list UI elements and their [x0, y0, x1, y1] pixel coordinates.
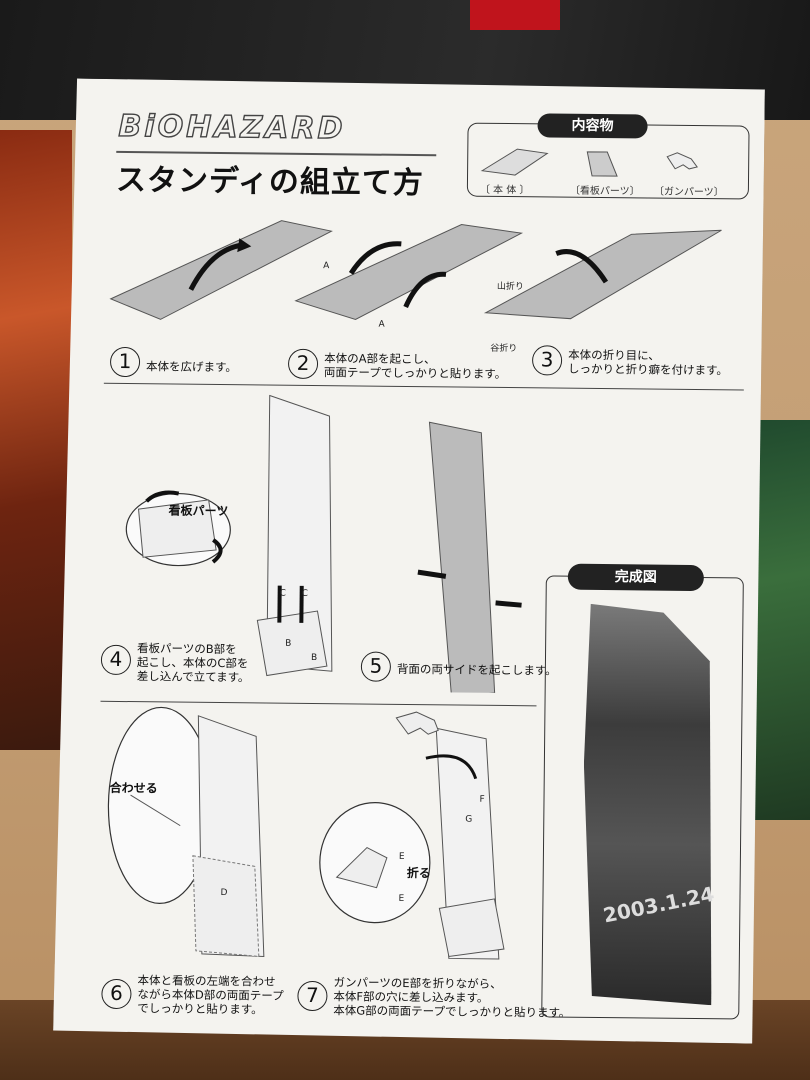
label-sign-part: 看板パーツ [168, 503, 229, 519]
contents-illustrations [477, 141, 747, 184]
step-6-line-2: ながら本体D部の両面テープ [137, 987, 284, 1003]
standee-poster-image [581, 604, 715, 1005]
step-7-text: ガンパーツのE部を折りながら、 本体F部の穴に差し込みます。 本体G部の両面テー… [333, 975, 571, 1019]
label-b1: B [285, 638, 292, 649]
label-a-bottom: A [378, 319, 385, 330]
step-4-line-1: 看板パーツのB部を [136, 641, 237, 657]
label-e1: E [398, 851, 405, 862]
sign-base [257, 610, 328, 676]
body-standing [267, 396, 335, 672]
fold-a-arrow2-icon [406, 274, 446, 308]
fold-a-arrow-icon [351, 243, 401, 274]
steps-4-5-diagram [117, 389, 550, 693]
step-number-3: 3 [532, 345, 562, 375]
complete-figure-heading: 完成図 [568, 564, 704, 591]
step-5-line-1: 背面の両サイドを起こします。 [396, 661, 557, 678]
step-number-6: 6 [101, 979, 131, 1009]
page-title: スタンディの組立て方 [115, 162, 425, 202]
label-c2: C [301, 588, 308, 599]
step-6-text: 本体と看板の左端を合わせ ながら本体D部の両面テープ でしっかりと貼ります。 [137, 973, 284, 1017]
step-4-line-3: 差し込んで立てます。 [136, 669, 250, 685]
poster-left-edge [0, 130, 72, 750]
label-fold: 折る [406, 865, 431, 881]
step-number-5: 5 [361, 652, 391, 682]
label-a-top: A [323, 261, 330, 272]
instruction-sheet: BiOHAZARD スタンディの組立て方 内容物 〔 本 体 〕 〔看板パーツ〕… [53, 78, 765, 1043]
label-g: G [465, 814, 473, 825]
contents-item-sign: 〔看板パーツ〕 [569, 185, 640, 198]
label-align: 合わせる [109, 780, 158, 796]
biohazard-logo: BiOHAZARD [118, 108, 346, 147]
step-number-7: 7 [297, 981, 327, 1011]
label-b2: B [310, 652, 318, 664]
step-number-1: 1 [110, 347, 140, 377]
label-e2: E [398, 893, 405, 904]
steps-6-7-diagram [104, 705, 547, 980]
step-3-line-2: しっかりと折り癖を付けます。 [567, 361, 728, 378]
crease-arrow-icon [556, 251, 606, 282]
contents-item-body: 〔 本 体 〕 [479, 184, 530, 197]
step-2-text: 本体のA部を起こし、 両面テープでしっかりと貼ります。 [324, 351, 506, 381]
step-5-text: 背面の両サイドを起こします。 [397, 662, 557, 678]
step-1-text: 本体を広げます。 [146, 359, 237, 374]
red-corner [470, 0, 560, 30]
steps-1-3-diagram [100, 209, 741, 346]
step-6-line-3: でしっかりと貼ります。 [137, 1001, 263, 1017]
body-back [427, 422, 498, 693]
step-number-4: 4 [101, 645, 131, 675]
sign-part-icon [587, 152, 617, 176]
label-mountain-fold: 山折り [496, 281, 524, 293]
step-4-text: 看板パーツのB部を 起こし、本体のC部を 差し込んで立てます。 [137, 641, 250, 684]
contents-heading: 内容物 [537, 113, 647, 138]
step-1-line-1: 本体を広げます。 [145, 359, 237, 375]
step-7-line-3: 本体G部の両面テープでしっかりと貼ります。 [333, 1003, 571, 1020]
gun-part-icon-step7 [396, 712, 438, 734]
step-number-2: 2 [288, 349, 318, 379]
label-d: D [220, 888, 228, 899]
gun-part-icon [667, 153, 697, 169]
body-part-icon [482, 149, 547, 176]
step-3-text: 本体の折り目に、 しっかりと折り癖を付けます。 [568, 348, 728, 378]
step-4-line-2: 起こし、本体のC部を [136, 655, 249, 671]
label-c1: C [279, 588, 286, 599]
unfold-arrow-icon [191, 245, 241, 291]
contents-item-gun: 〔ガンパーツ〕 [653, 186, 724, 199]
step-2-line-2: 両面テープでしっかりと貼ります。 [323, 365, 507, 382]
step-6-line-1: 本体と看板の左端を合わせ [137, 973, 276, 989]
label-f: F [479, 794, 485, 805]
